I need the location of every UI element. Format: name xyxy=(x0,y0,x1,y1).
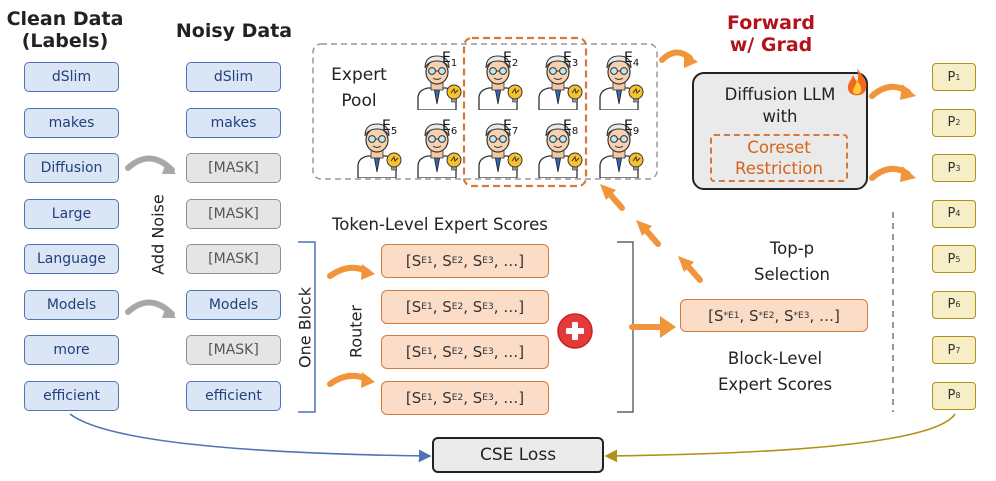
plus-icon xyxy=(557,313,593,349)
block-scores-label: Block-Level Expert Scores xyxy=(717,349,833,394)
forward-grad-heading: Forward w/ Grad xyxy=(727,12,815,56)
mask-token: [MASK] xyxy=(186,335,281,365)
expert-label: E4 xyxy=(624,50,640,69)
expert-icon xyxy=(533,52,583,111)
noisy-token: efficient xyxy=(186,380,281,411)
block-score-box: [S*E1, S*E2, S*E3, …] xyxy=(680,299,868,332)
expert-icon xyxy=(473,120,523,179)
one-block-bracket xyxy=(298,241,316,413)
top-p-label: Top-p Selection xyxy=(753,239,831,284)
expert-pool-label: Expert Pool xyxy=(331,65,387,111)
noisy-token: makes xyxy=(186,107,281,138)
cse-loss-box: CSE Loss xyxy=(432,437,604,473)
clean-token: Models xyxy=(24,289,119,320)
one-block-label: One Block xyxy=(295,287,315,368)
expert-label: E3 xyxy=(563,50,579,69)
mask-token: [MASK] xyxy=(186,198,281,229)
clean-token: dSlim xyxy=(24,62,119,92)
expert-pool-box xyxy=(312,43,658,180)
pred-to-loss-line xyxy=(604,413,956,463)
coreset-label: Coreset Restriction xyxy=(735,138,823,178)
clean-token: Language xyxy=(24,244,119,274)
add-noise-label: Add Noise xyxy=(148,194,168,275)
router-label: Router xyxy=(346,304,366,359)
expert-icon xyxy=(594,120,644,179)
clean-token: more xyxy=(24,335,119,365)
expert-icon xyxy=(412,120,462,179)
flame-icon xyxy=(847,68,867,96)
expert-label: E6 xyxy=(442,118,458,137)
mask-token: [MASK] xyxy=(186,153,281,183)
clean-token: Large xyxy=(24,198,119,229)
clean-to-loss-line xyxy=(69,413,432,463)
diffusion-llm-label: Diffusion LLM with xyxy=(724,85,836,126)
token-scores-label: Token-Level Expert Scores xyxy=(332,215,548,234)
expert-icon xyxy=(594,52,644,111)
clean-data-heading: Clean Data (Labels) xyxy=(6,8,124,52)
clean-token: Diffusion xyxy=(24,153,119,183)
expert-icon xyxy=(473,52,523,111)
mask-token: [MASK] xyxy=(186,244,281,274)
noisy-token: dSlim xyxy=(186,62,281,92)
diffusion-llm-box: Diffusion LLM with Coreset Restriction xyxy=(692,72,868,190)
noisy-token: Models xyxy=(186,289,281,320)
expert-icon xyxy=(412,52,462,111)
expert-label: E2 xyxy=(503,50,519,69)
clean-token: efficient xyxy=(24,380,119,411)
expert-label: E7 xyxy=(503,118,519,137)
expert-icon xyxy=(352,120,402,179)
noisy-data-heading: Noisy Data xyxy=(175,20,293,42)
expert-label: E5 xyxy=(382,118,398,137)
expert-icon xyxy=(533,120,583,179)
expert-label: E8 xyxy=(563,118,579,137)
clean-token: makes xyxy=(24,107,119,138)
expert-label: E9 xyxy=(624,118,640,137)
expert-label: E1 xyxy=(442,50,458,69)
